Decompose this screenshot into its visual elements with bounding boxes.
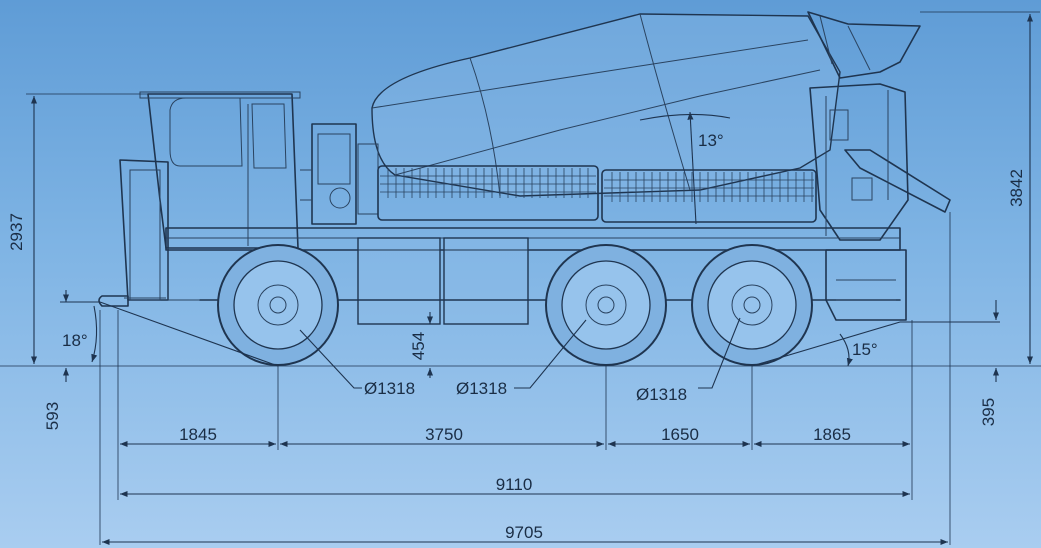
label-wheelbase-total: 9110	[496, 475, 533, 494]
label-departure-angle: 15°	[852, 340, 878, 359]
label-overall-height: 3842	[1007, 169, 1026, 207]
dimension-labels: 2937 593 18° 3842 395 454 15° 13° Ø1318 …	[7, 131, 1026, 542]
label-front-overhang: 1845	[179, 425, 217, 444]
label-tyre-front: Ø1318	[364, 379, 415, 398]
wheels	[217, 244, 813, 366]
label-overall-length: 9705	[505, 523, 543, 542]
wheel-front	[217, 244, 339, 366]
side-cages	[377, 165, 817, 223]
label-rear-ground-clearance: 395	[979, 398, 998, 426]
tank-area	[300, 123, 379, 225]
label-front-bumper-height: 593	[43, 402, 62, 430]
label-approach-angle: 18°	[62, 331, 88, 350]
label-center-ground-clearance: 454	[409, 332, 428, 360]
label-tyre-rear: Ø1318	[636, 385, 687, 404]
wheel-middle	[545, 244, 667, 366]
label-wheelbase-2-3: 1650	[661, 425, 699, 444]
label-rear-overhang: 1865	[813, 425, 851, 444]
label-wheelbase-1-2: 3750	[425, 425, 463, 444]
chassis	[98, 227, 907, 325]
label-cab-height: 2937	[7, 213, 26, 251]
mixer-drum	[371, 11, 921, 197]
label-tyre-middle: Ø1318	[456, 379, 507, 398]
discharge-chute	[809, 83, 951, 241]
dimension-lines	[26, 11, 1040, 546]
label-drum-tilt-angle: 13°	[698, 131, 724, 150]
truck-body	[98, 11, 951, 325]
cab	[119, 91, 301, 301]
wheel-rear	[691, 244, 813, 366]
